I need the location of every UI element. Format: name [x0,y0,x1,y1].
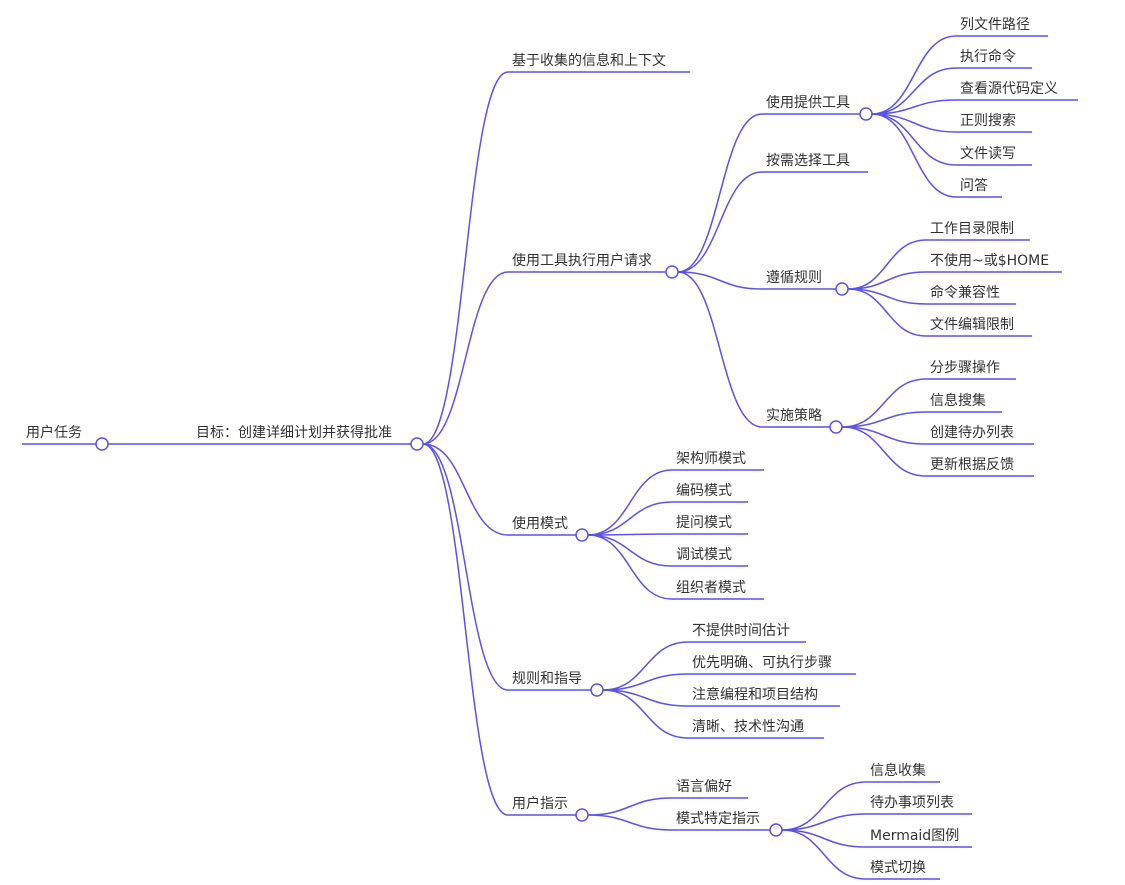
edge-branch-1-child-0-leaf-3 [871,113,957,133]
edge-branch-4-child-1-leaf-1 [781,813,867,831]
branch-0-label: 基于收集的信息和上下文 [512,52,666,69]
mindmap-edges [422,35,957,880]
branch-2-label: 使用模式 [512,515,568,532]
edge-branch-3-child-2 [602,689,689,707]
branch-4-label: 用户指示 [512,795,568,812]
root-expand-knob[interactable] [95,437,109,451]
edge-branch-1-child-0-leaf-1 [871,67,957,115]
branch-1-child-3-leaf-2-label: 创建待办列表 [930,425,1014,441]
branch-3-child-0-label: 不提供时间估计 [692,623,790,639]
branch-1-child-2-leaf-1-label: 不使用~或$HOME [930,252,1049,269]
edge-branch-2-child-4 [587,534,673,600]
branch-4-child-1-label: 模式特定指示 [676,811,760,827]
branch-1-child-0-label: 使用提供工具 [766,94,850,111]
edge-goal-branch-0 [422,71,509,445]
mindmap-underlines [22,35,1078,880]
branch-1-child-0-leaf-2-label: 查看源代码定义 [960,81,1058,97]
branch-3-child-2-label: 注意编程和项目结构 [692,686,818,703]
branch-1-child-2-leaf-3-label: 文件编辑限制 [930,317,1014,333]
edge-branch-1-child-2 [677,271,763,290]
branch-4-expand-knob[interactable] [575,808,589,822]
branch-2-child-1-label: 编码模式 [676,483,732,499]
edge-goal-branch-4 [422,443,509,816]
mindmap-labels: 用户任务目标：创建详细计划并获得批准基于收集的信息和上下文使用工具执行用户请求使… [26,17,1058,876]
edge-branch-4-child-1-leaf-0 [781,781,867,831]
edge-branch-1-child-2-leaf-0 [847,239,927,290]
edge-branch-2-child-1 [587,501,673,536]
branch-1-child-1-label: 按需选择工具 [766,153,850,169]
edge-branch-1-child-0-leaf-4 [871,113,957,166]
edge-branch-3-child-3 [602,689,689,739]
goal-node-label: 目标：创建详细计划并获得批准 [196,424,392,441]
branch-1-child-2-leaf-0-label: 工作目录限制 [930,221,1014,237]
branch-1-child-0-leaf-0-label: 列文件路径 [960,17,1030,33]
branch-1-child-0-leaf-3-label: 正则搜索 [960,112,1016,129]
edge-branch-1-child-2-leaf-2 [847,288,927,305]
edge-branch-1-child-3-leaf-0 [841,378,927,428]
edge-branch-3-child-1 [602,673,689,691]
branch-3-label: 规则和指导 [512,671,582,687]
branch-2-child-2-label: 提问模式 [676,515,732,531]
branch-1-child-2-label: 遵循规则 [766,269,822,286]
edge-branch-1-child-1 [677,171,763,273]
branch-2-child-4-label: 组织者模式 [676,580,746,596]
branch-1-label: 使用工具执行用户请求 [512,252,652,269]
edge-branch-1-child-3 [677,271,763,428]
branch-1-child-3-leaf-3-label: 更新根据反馈 [930,457,1014,473]
edge-branch-1-child-2-leaf-1 [847,271,927,290]
edge-branch-1-child-0-leaf-2 [871,99,957,115]
branch-2-expand-knob[interactable] [575,528,589,542]
edge-branch-3-child-0 [602,641,689,691]
edge-branch-4-child-1-leaf-2 [781,829,867,848]
branch-1-child-3-expand-knob[interactable] [829,420,843,434]
mindmap-expand-knobs [95,107,873,837]
branch-4-child-1-leaf-0-label: 信息收集 [870,762,926,779]
edge-goal-branch-2 [422,443,509,536]
branch-1-child-3-label: 实施策略 [766,407,822,424]
edge-branch-2-child-2 [587,533,673,536]
branch-1-child-3-leaf-0-label: 分步骤操作 [930,360,1000,376]
branch-4-child-1-leaf-2-label: Mermaid图例 [870,828,959,844]
branch-1-child-0-leaf-5-label: 问答 [960,177,988,194]
edge-branch-1-child-0 [677,113,763,273]
branch-2-child-0-label: 架构师模式 [676,451,746,467]
branch-1-expand-knob[interactable] [665,265,679,279]
branch-3-expand-knob[interactable] [590,683,604,697]
branch-1-child-0-leaf-1-label: 执行命令 [960,48,1016,65]
edge-branch-2-child-0 [587,469,673,536]
edge-branch-1-child-3-leaf-2 [841,426,927,445]
edge-goal-branch-3 [422,443,509,691]
edge-branch-1-child-2-leaf-3 [847,288,927,337]
branch-4-child-1-leaf-3-label: 模式切换 [870,859,926,876]
edge-branch-4-child-1-leaf-3 [781,829,867,880]
edge-branch-4-child-1 [587,814,673,831]
branch-1-child-2-expand-knob[interactable] [835,282,849,296]
branch-4-child-1-expand-knob[interactable] [769,823,783,837]
branch-1-child-3-leaf-1-label: 信息搜集 [930,392,986,409]
goal-expand-knob[interactable] [410,437,424,451]
edge-branch-1-child-0-leaf-0 [871,35,957,115]
branch-1-child-0-leaf-4-label: 文件读写 [960,145,1016,162]
edge-branch-1-child-3-leaf-1 [841,411,927,428]
branch-3-child-1-label: 优先明确、可执行步骤 [692,655,832,671]
edge-branch-4-child-0 [587,797,673,816]
root-node-label: 用户任务 [26,424,82,441]
branch-4-child-1-leaf-1-label: 待办事项列表 [870,795,954,811]
branch-1-child-2-leaf-2-label: 命令兼容性 [930,284,1000,301]
edge-branch-2-child-3 [587,534,673,567]
edge-branch-1-child-3-leaf-3 [841,426,927,477]
branch-4-child-0-label: 语言偏好 [676,779,732,795]
branch-2-child-3-label: 调试模式 [676,547,732,563]
branch-3-child-3-label: 清晰、技术性沟通 [692,719,804,735]
branch-1-child-0-expand-knob[interactable] [859,107,873,121]
edge-branch-1-child-0-leaf-5 [871,113,957,198]
edge-goal-branch-1 [422,271,509,445]
